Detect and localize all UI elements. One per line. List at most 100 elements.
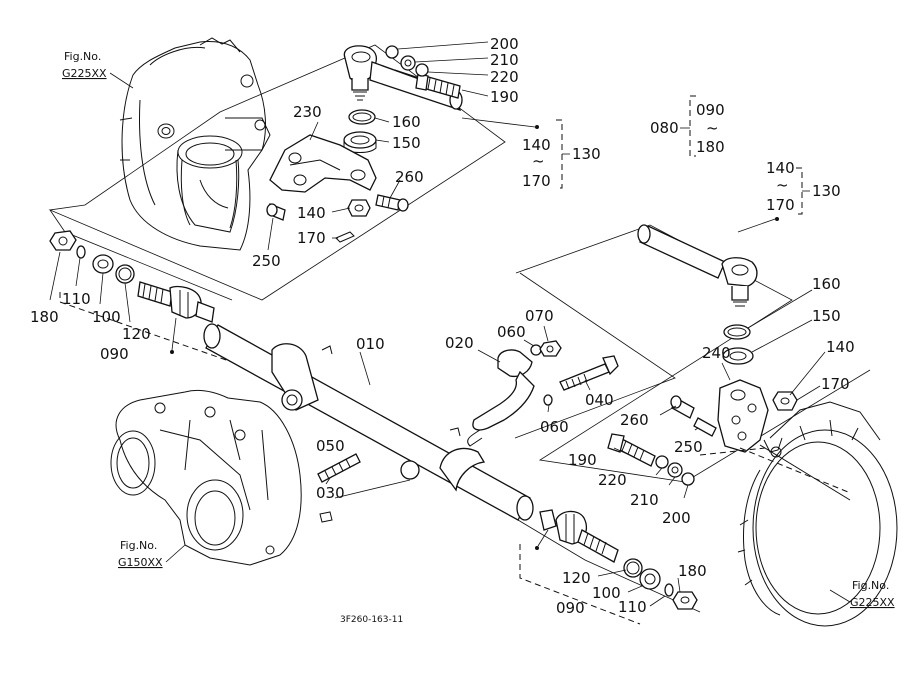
- fig-ref-line2: G225XX: [850, 596, 895, 609]
- range-bracket-right: 140 ~ 170 130: [766, 159, 841, 215]
- callout-060-a: 060: [497, 323, 526, 341]
- tie-rod-end-top: [343, 45, 463, 112]
- fig-ref-bottom-right: Fig.No. G225XX: [829, 579, 895, 609]
- callout-120-left: 120: [122, 325, 151, 343]
- callout-020: 020: [445, 334, 474, 352]
- callout-150-top: 150: [392, 134, 421, 152]
- housing-bottom-left: [110, 389, 333, 566]
- leaders-right: [613, 289, 826, 499]
- range-tilde-right: ~: [776, 176, 789, 194]
- washers-top: [385, 45, 429, 77]
- knuckle-arm-240: [717, 379, 769, 453]
- bolt-250-right: [693, 417, 717, 437]
- washer-060-a: [530, 344, 542, 356]
- callout-070: 070: [525, 307, 554, 325]
- callout-110-right: 110: [618, 598, 647, 616]
- callout-100-right: 100: [592, 584, 621, 602]
- ball-joint-left: [137, 281, 215, 323]
- callout-140-top: 140: [297, 204, 326, 222]
- range-tilde-upper: ~: [532, 152, 545, 170]
- washer-110-left: [76, 245, 86, 259]
- range-170-upper: 170: [522, 172, 551, 190]
- group-box-top: [48, 44, 506, 301]
- bolt-260-right: [670, 395, 695, 419]
- nut-070: [539, 340, 562, 357]
- range-140-right: 140: [766, 159, 795, 177]
- leader-010: [359, 351, 371, 386]
- housing-top-left: [119, 37, 271, 251]
- callout-030: 030: [316, 484, 345, 502]
- group-tilde: ~: [706, 119, 719, 137]
- callout-180-left: 180: [30, 308, 59, 326]
- callout-050: 050: [316, 437, 345, 455]
- callout-190-right: 190: [568, 451, 597, 469]
- nut-180-right: [672, 591, 698, 610]
- bolt-190-right: [607, 433, 656, 467]
- callout-250-right: 250: [674, 438, 703, 456]
- callout-150-right: 150: [812, 307, 841, 325]
- housing-bottom-right: [699, 401, 898, 627]
- callout-010: 010: [356, 335, 385, 353]
- callout-220-right: 220: [598, 471, 627, 489]
- range-bracket-left: [59, 292, 233, 363]
- fig-ref-line2: G225XX: [62, 67, 107, 80]
- group-090: 090: [696, 101, 725, 119]
- callout-260-right: 260: [620, 411, 649, 429]
- callout-210-top: 210: [490, 51, 519, 69]
- dust-cover-100-left: [92, 254, 114, 274]
- callout-250-top: 250: [252, 252, 281, 270]
- nut-140-top: [347, 199, 371, 217]
- seal-160-top: [348, 109, 376, 125]
- callout-040: 040: [585, 391, 614, 409]
- callout-210-right: 210: [630, 491, 659, 509]
- leader-020: [477, 349, 501, 363]
- group-180: 180: [696, 138, 725, 156]
- leader-060-b: [547, 404, 550, 413]
- leader-060-a: [523, 339, 535, 347]
- group-080: 080: [650, 119, 679, 137]
- fig-ref-bottom-left: Fig.No. G150XX: [118, 539, 186, 569]
- callout-170-top: 170: [297, 229, 326, 247]
- pin-170-top: [335, 231, 355, 243]
- seal-160-right: [723, 324, 751, 340]
- callout-190-top: 190: [490, 88, 519, 106]
- washer-060-b: [543, 394, 553, 406]
- leader-030: [325, 477, 331, 485]
- knuckle-arm-230: [269, 134, 377, 193]
- bolt-040: [559, 355, 619, 391]
- callout-110-left: 110: [62, 290, 91, 308]
- fig-ref-line1: Fig.No.: [852, 579, 889, 592]
- fig-ref-line1: Fig.No.: [120, 539, 157, 552]
- leaders-bottom-right: [597, 569, 681, 607]
- callout-090-right: 090: [556, 599, 585, 617]
- range-bracket-upper: 140 ~ 170 130: [522, 119, 601, 190]
- leader-040: [584, 379, 591, 391]
- nut-180-left: [49, 230, 77, 251]
- washer-110-right: [664, 583, 674, 597]
- callout-060-b: 060: [540, 418, 569, 436]
- callout-160-top: 160: [392, 113, 421, 131]
- callout-140-right: 140: [826, 338, 855, 356]
- nut-140-right: [772, 391, 798, 411]
- callout-260-top: 260: [395, 168, 424, 186]
- dust-cover-100-right: [639, 568, 661, 590]
- bolt-250-top: [266, 203, 286, 221]
- ring-120-right: [623, 558, 643, 578]
- leader-130-right: [737, 217, 779, 233]
- callout-240: 240: [702, 344, 731, 362]
- range-140-upper: 140: [522, 136, 551, 154]
- pivot-bracket-020: [467, 349, 535, 447]
- assembly-line-lower: [334, 479, 411, 499]
- range-bracket-right-end: [519, 529, 641, 625]
- group-box-bottom-right: [517, 519, 701, 613]
- callout-170-right: 170: [821, 375, 850, 393]
- group-080-bracket: 080 090 ~ 180: [650, 95, 725, 157]
- leaders-top: [267, 41, 539, 251]
- ring-120-left: [115, 264, 135, 284]
- ball-joint-right: [539, 509, 619, 563]
- callout-200-top: 200: [490, 35, 519, 53]
- callout-160-right: 160: [812, 275, 841, 293]
- callout-180-right: 180: [678, 562, 707, 580]
- range-130-right: 130: [812, 182, 841, 200]
